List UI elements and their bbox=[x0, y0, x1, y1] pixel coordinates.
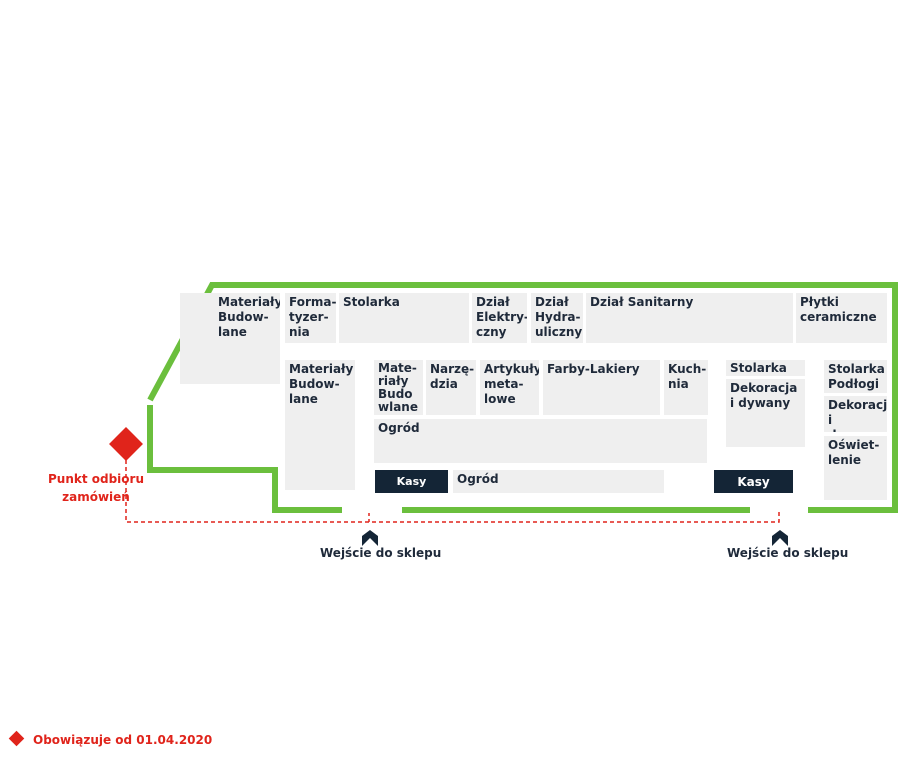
dept-dzial-hydrauliczny: Dział Hydra- uliczny bbox=[531, 293, 583, 343]
dept-dekoracja-dywany-2: Dekoracja i dywany bbox=[824, 396, 887, 432]
dept-stolarka-1: Stolarka bbox=[339, 293, 469, 343]
dept-dekoracja-dywany-1: Dekoracja i dywany bbox=[726, 379, 805, 447]
dept-stolarka-2: Stolarka bbox=[726, 360, 805, 376]
footer-validity-note: Obowiązuje od 01.04.2020 bbox=[33, 733, 213, 747]
footer-diamond-icon bbox=[8, 730, 25, 747]
dept-formatyzernia: Forma- tyzer- nia bbox=[285, 293, 336, 343]
dept-materialy-budowlane-3: Mate- riały Budo wlane bbox=[374, 360, 423, 415]
dept-ogrod-2: Ogród bbox=[453, 470, 664, 493]
store-wall-left bbox=[147, 405, 342, 513]
dept-artykuly-metalowe: Artykuły meta- lowe bbox=[480, 360, 539, 415]
pickup-point-marker bbox=[109, 427, 143, 461]
dept-narzedzia: Narzę- dzia bbox=[426, 360, 476, 415]
dept-ogrod-1: Ogród bbox=[374, 419, 707, 463]
dept-oswietlenie: Oświet- lenie bbox=[824, 436, 887, 500]
checkout-kasy-2: Kasy bbox=[714, 470, 793, 493]
entrance-2-chevron-icon bbox=[772, 530, 788, 546]
pickup-point-label: Punkt odbioru zamówień bbox=[47, 472, 145, 504]
dept-materialy-budowlane-2: Materiały Budow- lane bbox=[285, 360, 355, 490]
dept-dzial-elektryczny: Dział Elektry- czny bbox=[472, 293, 527, 343]
dept-materialy-budowlane-1: Materiały Budow- lane bbox=[180, 293, 280, 384]
entrance-1-label: Wejście do sklepu bbox=[320, 546, 442, 560]
dept-stolarka-podlogi: Stolarka Podłogi bbox=[824, 360, 887, 393]
checkout-kasy-1: Kasy bbox=[375, 470, 448, 493]
pickup-route bbox=[125, 460, 780, 523]
dept-dzial-sanitarny: Dział Sanitarny bbox=[586, 293, 793, 343]
entrance-1-chevron-icon bbox=[362, 530, 378, 546]
dept-plytki-ceramiczne: Płytki ceramiczne bbox=[796, 293, 887, 343]
entrance-2-label: Wejście do sklepu bbox=[727, 546, 849, 560]
dept-kuchnia: Kuch- nia bbox=[664, 360, 708, 415]
dept-farby-lakiery: Farby-Lakiery bbox=[543, 360, 660, 415]
